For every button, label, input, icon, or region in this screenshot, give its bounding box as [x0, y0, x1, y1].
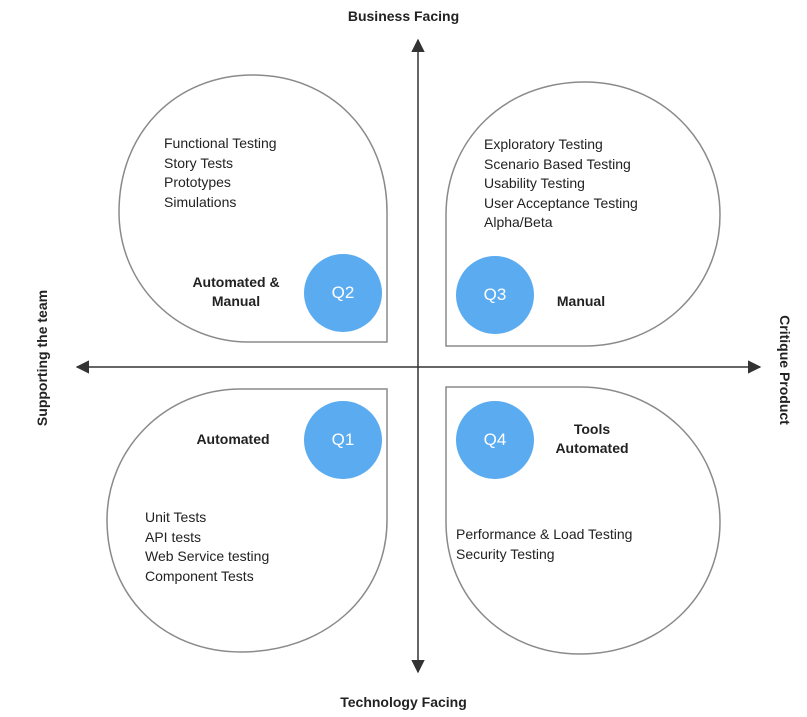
q4-item: Security Testing — [456, 545, 555, 562]
axis-label-technology-facing: Technology Facing — [340, 694, 467, 710]
q1-item-list: Unit Tests API tests Web Service testing… — [145, 508, 269, 586]
q3-mode-label: Manual — [556, 293, 606, 309]
q1-shape — [106, 388, 388, 653]
q2-item: Prototypes — [164, 174, 231, 190]
q3-item: Scenario Based Testing — [484, 155, 631, 172]
q3-badge: Q3 — [456, 256, 534, 334]
q1-badge: Q1 — [304, 401, 382, 479]
q3-shape — [445, 81, 721, 347]
axis-label-business-facing: Business Facing — [347, 8, 460, 24]
axis-label-supporting-the-team: Supporting the team — [34, 289, 50, 427]
q4-item-list: Performance & Load Testing Security Test… — [456, 525, 632, 564]
q2-item-list: Functional Testing Story Tests Prototype… — [164, 134, 277, 212]
axis-label-critique-product: Critique Product — [777, 315, 793, 425]
q1-item: API tests — [145, 528, 202, 545]
q1-item: Unit Tests — [145, 509, 207, 525]
q4-mode-label: Tools Automated — [555, 421, 629, 456]
q1-item: Web Service testing — [145, 548, 270, 564]
q2-mode-label: Automated & Manual — [192, 274, 280, 309]
q4-shape — [445, 386, 721, 655]
q2-badge: Q2 — [304, 254, 382, 332]
q1-item: Component Tests — [145, 567, 254, 584]
q3-item: Exploratory Testing — [484, 136, 603, 152]
q3-item: Alpha/Beta — [484, 214, 553, 230]
q2-item: Simulations — [164, 193, 237, 210]
q3-item: User Acceptance Testing — [484, 194, 638, 211]
q4-badge: Q4 — [456, 401, 534, 479]
q2-item: Functional Testing — [164, 135, 277, 151]
q1-mode-label: Automated — [196, 431, 270, 447]
q2-item: Story Tests — [164, 154, 233, 171]
q2-shape — [118, 74, 388, 343]
q3-item-list: Exploratory Testing Scenario Based Testi… — [484, 135, 638, 233]
q3-item: Usability Testing — [484, 175, 585, 191]
q4-item: Performance & Load Testing — [456, 526, 633, 542]
